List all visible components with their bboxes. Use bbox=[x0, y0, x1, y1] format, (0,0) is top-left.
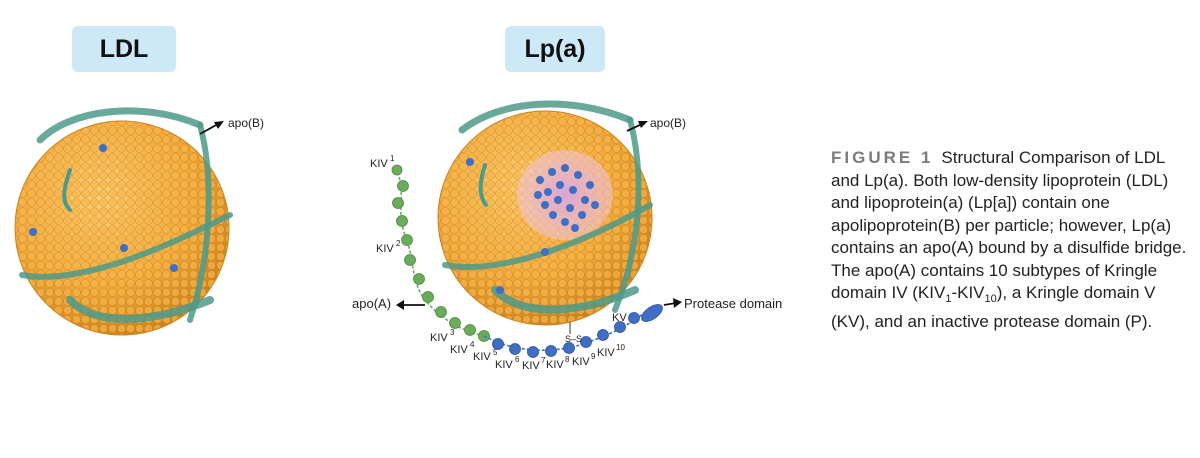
lpa-apob-blue-dots bbox=[466, 158, 549, 294]
kiv-8-label: KIV bbox=[546, 359, 564, 371]
apoa-arrow bbox=[396, 300, 425, 310]
kiv-10-number: 10 bbox=[616, 343, 625, 352]
kiv-1-number: 1 bbox=[390, 154, 395, 163]
kiv-2-label: KIV bbox=[376, 243, 394, 255]
ldl-apob-label: apo(B) bbox=[228, 116, 265, 130]
apoa-chain-green bbox=[391, 164, 490, 342]
apoa-label: apo(A) bbox=[352, 296, 392, 311]
lpa-apob-label: apo(B) bbox=[650, 116, 687, 130]
lpa-apob-arrow bbox=[626, 121, 648, 132]
kiv-7-number: 7 bbox=[541, 356, 546, 365]
kiv-5-number: 5 bbox=[493, 348, 498, 357]
apoa-chain-blue bbox=[483, 304, 663, 358]
caption-text-1: Structural Comparison of LDL and Lp(a). … bbox=[831, 148, 1187, 302]
kiv-4-label: KIV bbox=[450, 344, 468, 356]
kv-label: KV bbox=[612, 312, 627, 324]
protease-arrow bbox=[663, 298, 682, 308]
kiv-9-number: 9 bbox=[591, 352, 596, 361]
kiv-8-number: 8 bbox=[565, 355, 570, 364]
kiv-6-label: KIV bbox=[495, 359, 513, 371]
caption-text-3: ), a Kringle domain V (KV), and an inact… bbox=[831, 283, 1156, 331]
protease-domain-label: Protease domain bbox=[684, 296, 783, 311]
lpa-title: Lp(a) bbox=[505, 26, 605, 72]
ldl-apob-ribbon bbox=[19, 107, 233, 323]
caption-text-2: -KIV bbox=[951, 283, 985, 302]
kiv-9-label: KIV bbox=[572, 356, 590, 368]
kiv-2-number: 2 bbox=[396, 239, 401, 248]
caption-subscript-2: 10 bbox=[984, 293, 997, 305]
ldl-title: LDL bbox=[72, 26, 176, 72]
figure-label: FIGURE 1 bbox=[831, 148, 934, 167]
kiv-6-number: 6 bbox=[515, 355, 520, 364]
kiv-3-label: KIV bbox=[430, 332, 448, 344]
ldl-apob-blue-dots bbox=[29, 144, 178, 272]
kiv-7-label: KIV bbox=[522, 360, 540, 372]
kiv-5-label: KIV bbox=[473, 351, 491, 363]
lpa-core-inset bbox=[517, 150, 613, 240]
caption-subscript-1: 1 bbox=[945, 293, 952, 305]
kiv-1-label: KIV bbox=[370, 158, 388, 170]
kiv-3-number: 3 bbox=[450, 328, 455, 337]
kiv-10-label: KIV bbox=[597, 347, 615, 359]
disulfide-label: S–S bbox=[565, 334, 583, 344]
ldl-apob-arrow bbox=[199, 121, 224, 135]
kiv-4-number: 4 bbox=[470, 340, 475, 349]
